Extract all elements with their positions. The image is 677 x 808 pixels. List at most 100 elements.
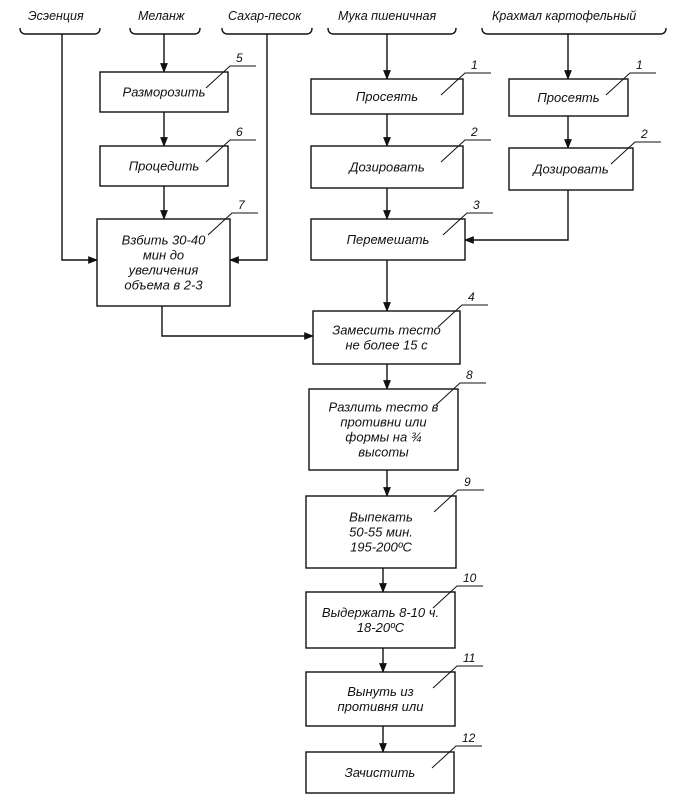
step-text-line: Разморозить <box>123 85 206 100</box>
step-number-leader <box>207 212 258 236</box>
step-number: 6 <box>236 125 243 139</box>
input-sugar: Сахар-песок <box>221 9 313 35</box>
step-number-leader <box>432 665 483 689</box>
input-melange-bracket <box>129 27 201 35</box>
step-number: 10 <box>463 571 477 585</box>
arrow-starch-mix <box>464 190 569 244</box>
step-number-leader <box>610 141 661 165</box>
step-text-line: противня или <box>338 699 424 714</box>
step-box <box>310 145 464 189</box>
arrow-whip-knead <box>161 306 314 340</box>
input-starch-bracket <box>481 27 667 35</box>
step-text-line: Взбить 30-40 <box>122 233 206 248</box>
step-text-line: не более 15 с <box>345 338 428 353</box>
step-box <box>305 671 456 727</box>
step-text-line: 50-55 мин. <box>349 525 413 540</box>
step-text-line: Разлить тесто в <box>329 400 439 415</box>
connectors <box>61 34 572 753</box>
step-text-line: Перемешать <box>347 232 430 247</box>
step-box <box>312 310 461 365</box>
step-number-leader <box>431 745 482 769</box>
step-clean: Зачистить 12 <box>305 731 482 794</box>
input-essence-label: Эсэенция <box>28 9 84 23</box>
step-text-line: 195-200ºС <box>350 540 412 555</box>
step-box <box>305 591 456 649</box>
input-flour-bracket <box>327 27 457 35</box>
step-number-leader <box>205 65 256 89</box>
step-box <box>96 218 231 307</box>
step-number: 1 <box>471 58 478 72</box>
step-text-line: Просеять <box>537 90 599 105</box>
step-defrost: Разморозить 5 <box>99 51 256 113</box>
step-text-line: высоты <box>358 445 409 460</box>
input-essence-bracket <box>19 27 101 35</box>
step-box <box>310 218 466 261</box>
step-number-leader <box>205 139 256 163</box>
step-text-line: Просеять <box>356 89 418 104</box>
step-text-line: Выпекать <box>349 510 413 525</box>
input-essence: Эсэенция <box>19 9 101 35</box>
step-number-leader <box>440 139 491 163</box>
step-number: 11 <box>463 651 475 665</box>
step-box <box>305 751 455 794</box>
step-number: 9 <box>464 475 471 489</box>
step-mix: Перемешать 3 <box>310 198 493 261</box>
arrow-essence-whip <box>61 34 98 264</box>
step-text-line: Процедить <box>129 159 200 174</box>
input-sugar-bracket <box>221 27 313 35</box>
step-number-leader <box>440 72 491 96</box>
input-melange: Меланж <box>129 9 201 35</box>
step-number: 2 <box>470 125 478 139</box>
step-text-line: формы на ¾ <box>345 430 421 445</box>
step-sift-starch: Просеять 1 <box>508 58 656 117</box>
step-text-line: Дозировать <box>347 160 425 175</box>
step-box <box>99 145 229 187</box>
step-number: 3 <box>473 198 480 212</box>
input-melange-label: Меланж <box>138 9 186 23</box>
step-sift-flour: Просеять 1 <box>310 58 491 115</box>
step-number: 12 <box>462 731 476 745</box>
step-number: 7 <box>238 198 246 212</box>
step-text-line: противни или <box>340 415 426 430</box>
step-box <box>310 78 464 115</box>
step-number-leader <box>605 72 656 96</box>
step-strain: Процедить 6 <box>99 125 256 187</box>
step-number: 1 <box>636 58 643 72</box>
step-number-leader <box>432 585 483 609</box>
step-box <box>508 78 629 117</box>
step-text-line: Выдержать 8-10 ч. <box>322 605 439 620</box>
step-number-leader <box>433 489 484 513</box>
step-number: 5 <box>236 51 243 65</box>
step-box <box>508 147 634 191</box>
input-flour: Мука пшеничная <box>327 9 457 35</box>
arrow-sugar-whip <box>229 34 268 264</box>
step-box <box>99 71 229 113</box>
input-starch: Крахмал картофельный <box>481 9 667 35</box>
input-sugar-label: Сахар-песок <box>228 9 302 23</box>
step-text-line: Дозировать <box>531 162 609 177</box>
step-dose-starch: Дозировать 2 <box>508 127 661 191</box>
step-box <box>308 388 459 471</box>
step-text-line: Вынуть из <box>347 684 413 699</box>
step-box <box>305 495 457 569</box>
step-text-line: 18-20ºС <box>357 620 405 635</box>
step-text-line: Замесить тесто <box>332 323 441 338</box>
step-text-line: увеличения <box>128 263 199 278</box>
input-starch-label: Крахмал картофельный <box>492 9 636 23</box>
step-text-line: Зачистить <box>345 765 416 780</box>
step-hold: Выдержать 8-10 ч.18-20ºС 10 <box>305 571 483 649</box>
step-number: 2 <box>640 127 648 141</box>
step-text-line: объема в 2-3 <box>124 278 203 293</box>
step-number-leader <box>435 382 486 406</box>
step-text-line: мин до <box>143 248 184 263</box>
step-number: 4 <box>468 290 475 304</box>
step-number-leader <box>437 304 488 328</box>
step-number-leader <box>442 212 493 236</box>
input-flour-label: Мука пшеничная <box>338 9 436 23</box>
